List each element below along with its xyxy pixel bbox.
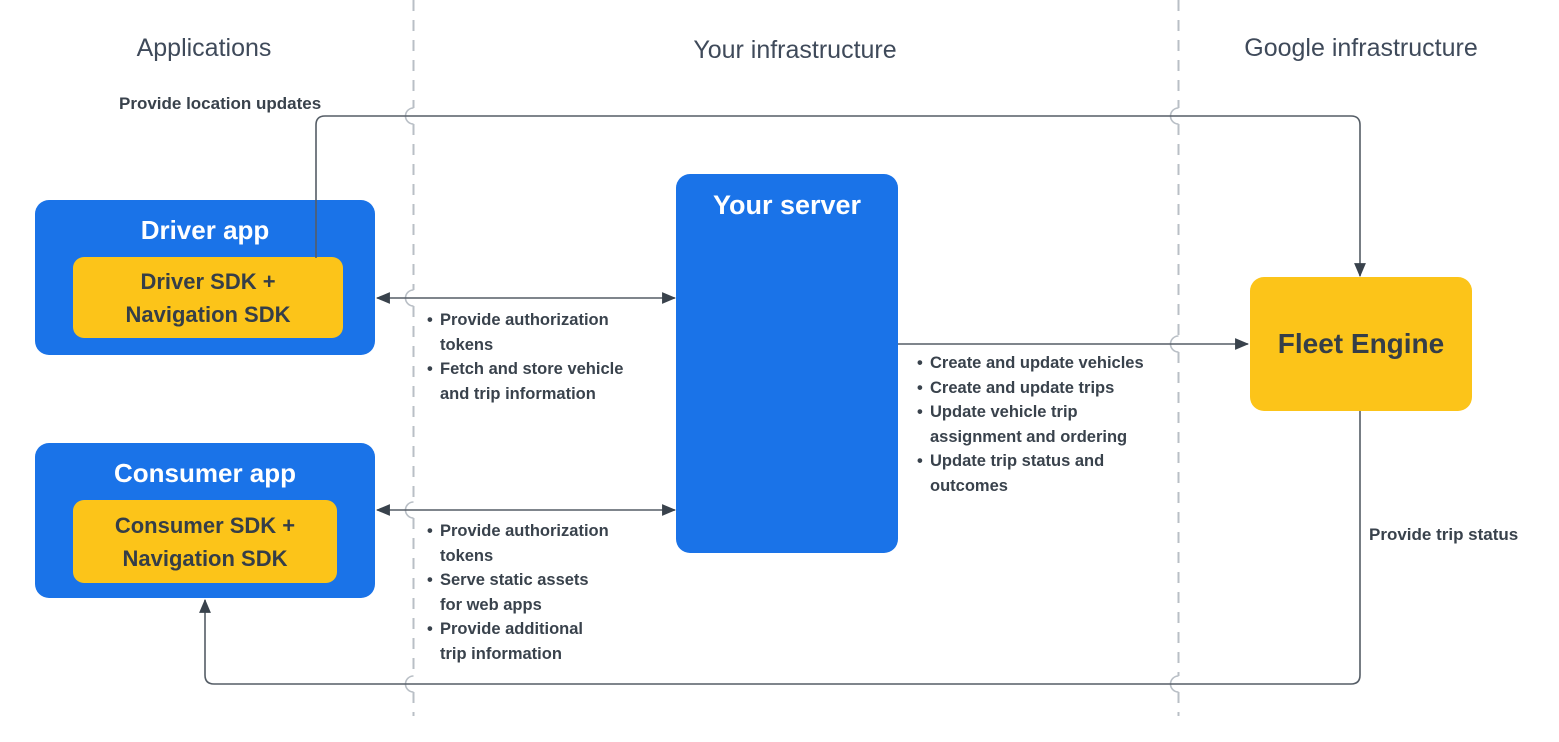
fleet-engine-box: Fleet Engine [1250,277,1472,411]
column-header-google-infrastructure: Google infrastructure [1244,34,1478,62]
your-server-box: Your server [676,174,898,553]
server-fleet-list: Create and update vehicles Create and up… [917,351,1182,498]
driver-app-title: Driver app [140,215,270,245]
edge-label-provide-location-updates: Provide location updates [119,94,322,113]
consumer-app-box: Consumer app Consumer SDK + Navigation S… [35,443,375,598]
consumer-app-title: Consumer app [113,458,297,488]
list-item: Provide additional trip information [427,617,652,666]
list-item: Provide authorization tokens [427,519,652,568]
driver-server-list: Provide authorization tokens Fetch and s… [427,308,652,406]
list-item: Update vehicle trip assignment and order… [917,400,1182,449]
column-header-applications: Applications [136,34,272,62]
column-separator-left-hops [404,107,414,693]
edge-label-provide-trip-status: Provide trip status [1369,525,1519,544]
list-item: Update trip status and outcomes [917,449,1182,498]
driver-app-box: Driver app Driver SDK + Navigation SDK [35,200,375,355]
column-header-your-infrastructure: Your infrastructure [693,36,897,64]
list-item: Create and update trips [917,376,1182,401]
your-server-title: Your server [712,190,862,220]
list-item: Fetch and store vehicle and trip informa… [427,357,652,406]
list-item: Create and update vehicles [917,351,1182,376]
consumer-sdk-box: Consumer SDK + Navigation SDK [73,500,337,583]
list-item: Serve static assets for web apps [427,568,652,617]
consumer-server-list: Provide authorization tokens Serve stati… [427,519,652,666]
driver-sdk-box: Driver SDK + Navigation SDK [73,257,343,338]
list-item: Provide authorization tokens [427,308,652,357]
